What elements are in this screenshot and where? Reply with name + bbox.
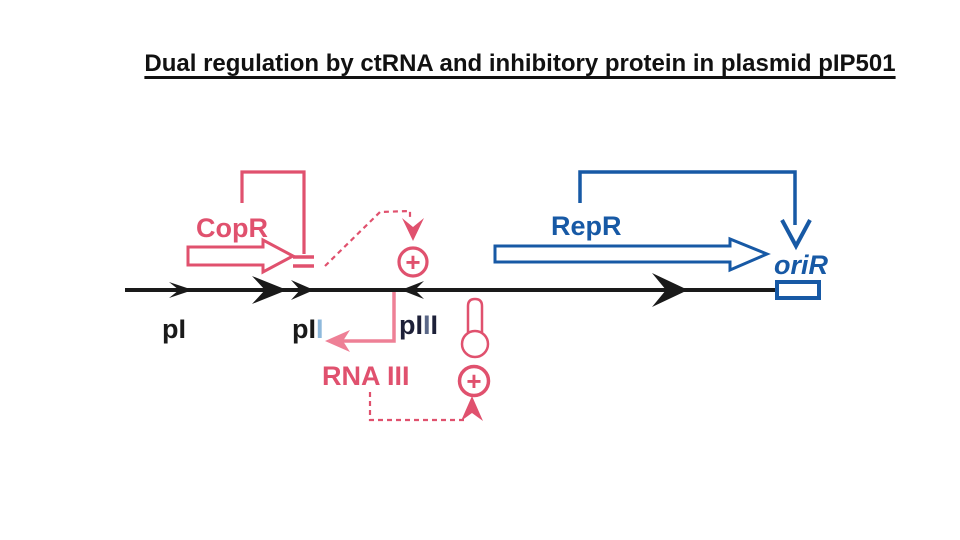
activation-arrowhead-upper — [402, 218, 424, 241]
activation-dashed-path-upper — [324, 209, 412, 267]
dna-arrowhead-p3-left — [401, 281, 424, 299]
repR-gene-arrow — [493, 236, 771, 273]
ctRNA-hairpin-stem — [466, 297, 484, 333]
repR-label: RepR — [551, 211, 622, 241]
slide-title: Dual regulation by ctRNA and inhibitory … — [144, 50, 896, 77]
rna3-arrowhead — [325, 330, 350, 352]
plus-sign-upper: + — [405, 247, 420, 277]
promoter-label-p2: pII — [292, 314, 324, 344]
promoter-label-p2-accent: I — [316, 314, 324, 344]
repR-activation-bracket — [578, 170, 797, 225]
promoter-label-p3-a: pI — [399, 310, 423, 340]
oriR-label: oriR — [774, 250, 829, 280]
plus-sign-lower: + — [466, 366, 481, 396]
promoter-label-p3: pIII — [399, 310, 438, 340]
promoter-label-p1: pI — [162, 314, 186, 344]
promoter-label-p3-b: I — [423, 310, 431, 340]
promoter-label-p2-main: pI — [292, 314, 316, 344]
activation-dashed-path-lower — [368, 392, 466, 422]
copR-repression-bracket — [240, 170, 306, 254]
activation-arrowhead-lower — [461, 396, 483, 421]
dna-arrowhead-p2-large — [252, 276, 287, 304]
oriR-box — [775, 280, 821, 300]
repR-bracket-arrowhead — [780, 219, 812, 251]
dna-arrowhead-p2 — [291, 280, 314, 300]
copR-gene-arrow — [186, 237, 297, 275]
ctRNA-hairpin-loop — [460, 329, 490, 359]
dna-arrowhead-repR-direction — [652, 273, 688, 307]
copR-label: CopR — [196, 213, 268, 243]
dna-arrowhead-p1 — [169, 282, 193, 298]
positive-regulation-circle-lower — [457, 364, 491, 398]
rna3-label: RNA III — [322, 361, 410, 391]
rna3-transcript-arrow — [334, 292, 396, 343]
promoter-label-p3-c: I — [431, 310, 439, 340]
positive-regulation-circle-upper — [397, 246, 429, 278]
